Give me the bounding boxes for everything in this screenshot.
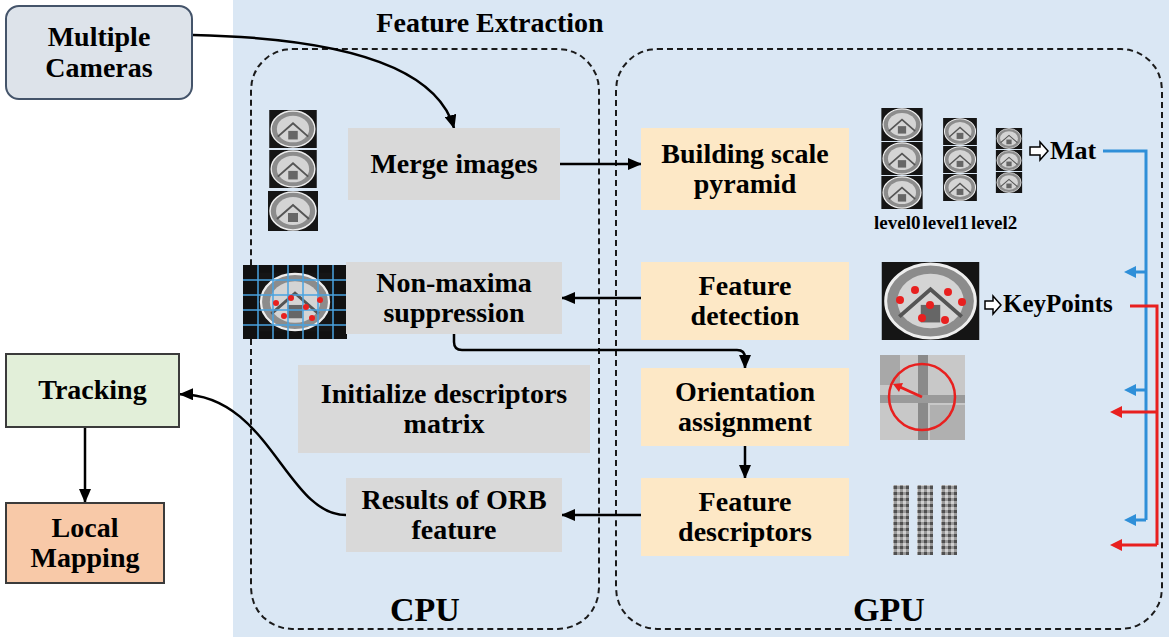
keypoint-image: [882, 262, 980, 340]
hollow-arrow-symbol-part: [1030, 142, 1048, 160]
box-label: Results of ORB feature: [352, 485, 556, 545]
orientation-patch-part: [889, 364, 955, 430]
nms-grid-image-part: [281, 313, 287, 319]
keypoint-image-part: [882, 262, 980, 340]
orientation-patch-part: [893, 383, 903, 392]
module-panel: Feature ExtractionCPU Merge imagesNon-max…: [233, 0, 1169, 637]
pyramid-images-part: [996, 128, 1022, 149]
keypoint-image-part: [944, 288, 952, 296]
descriptor-bars-part: [941, 485, 957, 555]
pyramid-images-part: [943, 146, 977, 173]
keypoint-image-part: [911, 286, 919, 294]
keypoints-wire-part: [1120, 411, 1157, 414]
annotation-label: level1: [922, 212, 968, 234]
mat-data-wire: [1103, 151, 1146, 520]
pyramid-images-part: [943, 118, 977, 145]
merged-camera-images-part: [269, 150, 317, 188]
process-box: Initialize descriptors matrix: [298, 365, 590, 453]
box-label: Feature descriptors: [647, 487, 843, 547]
process-box: Building scale pyramid: [641, 128, 849, 210]
process-box: Merge images: [348, 128, 560, 200]
keypoint-image-part: [958, 298, 966, 306]
nms-grid-image: [243, 265, 347, 339]
box-label: Orientation assignment: [647, 377, 843, 437]
box-label: Tracking: [38, 375, 146, 405]
pyramid-images-part: [881, 108, 922, 141]
descriptor-bars-part: [917, 485, 933, 555]
orientation-patch-part: [900, 387, 922, 397]
pyramid-images-part: [881, 176, 922, 209]
nms-grid-image-part: [273, 300, 279, 306]
descriptor-bars: [893, 485, 957, 555]
keypoint-image-part: [941, 316, 949, 324]
orientation-patch-part: [880, 355, 965, 440]
pyramid-images-part: [996, 172, 1022, 193]
nms-grid-image-part: [309, 315, 315, 321]
keypoints-wire-part: [1120, 544, 1157, 547]
descriptor-bars-part: [893, 485, 909, 555]
keypoints-wire-part: [1130, 306, 1157, 545]
flow-arrow: [454, 334, 745, 368]
flow-arrow: [562, 514, 641, 517]
merged-camera-images-part: [268, 191, 318, 231]
module-box: Tracking: [5, 353, 180, 428]
nms-grid-image-part: [258, 272, 332, 331]
nms-grid-image-part: [317, 297, 323, 303]
box-label: Feature detection: [647, 271, 843, 331]
flow-arrow: [744, 446, 747, 478]
module-box: Local Mapping: [5, 502, 165, 584]
annotation-label: KeyPoints: [1003, 290, 1113, 319]
orientation-patch-part: [880, 395, 965, 403]
flow-arrow: [180, 394, 346, 515]
box-label: Local Mapping: [13, 513, 157, 573]
merged-camera-images: [268, 110, 318, 231]
nms-grid-image-part: [288, 295, 294, 301]
orientation-patch-part: [880, 355, 900, 385]
annotation-label: Mat: [1050, 136, 1096, 166]
keypoints-heads-part: [1110, 539, 1122, 551]
panel-title: Feature Extraction: [233, 8, 747, 39]
box-label: Merge images: [370, 149, 537, 179]
source-box: Multiple Cameras: [5, 5, 193, 100]
box-label: Multiple Cameras: [13, 22, 185, 82]
pyramid-images-part: [943, 174, 977, 201]
keypoints-heads-part: [1110, 406, 1122, 418]
keypoints-wire: [1120, 306, 1157, 545]
keypoint-image-part: [896, 296, 904, 304]
process-box: Feature descriptors: [641, 478, 849, 556]
keypoint-image-part: [918, 314, 926, 322]
mat-data-wire-part: [1103, 151, 1146, 520]
mat-data-heads-part: [1124, 266, 1136, 278]
mat-data-heads-part: [1124, 514, 1136, 526]
annotation-label: level2: [971, 212, 1017, 234]
box-label: Non-maxima suppression: [352, 268, 556, 328]
nms-grid-image-part: [243, 265, 347, 339]
flow-arrow: [562, 297, 641, 300]
pyramid-images-part: [996, 150, 1022, 171]
process-box: Orientation assignment: [641, 368, 849, 446]
flow-arrow: [193, 35, 454, 128]
box-label: Building scale pyramid: [647, 139, 843, 199]
hollow-arrow-symbol-part: [985, 296, 1001, 314]
mat-data-heads-part: [1124, 384, 1136, 396]
flow-arrow: [560, 163, 641, 166]
pyramid-images: [881, 108, 1022, 209]
merged-camera-images-part: [269, 110, 317, 148]
nms-grid-image-part: [303, 304, 309, 310]
annotation-label: level0: [874, 212, 920, 234]
region-label: CPU: [252, 591, 598, 628]
orientation-patch: [880, 355, 965, 440]
nms-grid-image-part: [243, 265, 347, 339]
keypoints-heads: [1110, 406, 1122, 551]
process-box: Non-maxima suppression: [346, 262, 562, 334]
box-label: Initialize descriptors matrix: [304, 379, 584, 439]
pyramid-images-part: [881, 142, 922, 175]
flow-arrow: [84, 428, 87, 502]
region-label: GPU: [617, 591, 1161, 628]
keypoint-image-part: [926, 301, 934, 309]
orientation-patch-part: [930, 405, 965, 440]
process-box: Results of ORB feature: [346, 478, 562, 552]
process-box: Feature detection: [641, 262, 849, 340]
